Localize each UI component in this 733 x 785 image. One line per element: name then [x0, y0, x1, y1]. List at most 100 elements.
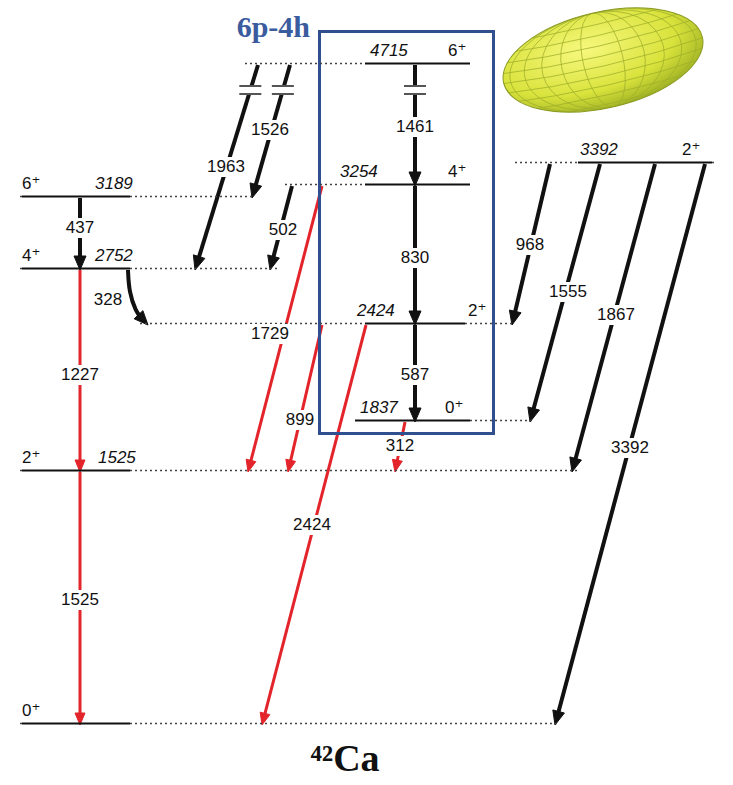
transition-line: [514, 164, 550, 315]
arrowhead: [509, 310, 521, 325]
arrowhead: [553, 710, 565, 725]
transition-line: [575, 164, 655, 463]
arrowhead: [193, 255, 204, 270]
energy-label: 3392: [580, 140, 618, 160]
energy-level: 0⁺ 1837: [355, 398, 535, 422]
band-heading: 6p-4h: [237, 10, 310, 43]
transition-line: [533, 164, 600, 413]
gamma-transition: [553, 164, 705, 725]
level-line: [245, 41, 470, 65]
axis-break: [403, 85, 427, 95]
nucleus-title: ⁴²Ca: [310, 738, 379, 780]
gamma-transition: [528, 164, 600, 422]
transition-energy: 3392: [609, 438, 651, 458]
transition-energy: 1729: [249, 324, 291, 344]
energy-level: 2⁺ 3392: [515, 140, 715, 164]
energy-label: 1525: [98, 448, 136, 468]
transition-energy: 830: [399, 248, 431, 268]
spin-label: 4⁺: [22, 246, 40, 266]
transition-line: [128, 270, 141, 318]
level-line-dotted: [285, 184, 365, 186]
gamma-transition: [570, 164, 655, 472]
transition-energy: 1555: [547, 282, 589, 302]
energy-level: 4⁺ 3254: [285, 162, 470, 186]
level-line-dotted: [20, 470, 22, 472]
ellipsoid-outline: [493, 0, 713, 130]
level-line: [140, 301, 515, 325]
energy-level: 2⁺ 2424: [140, 301, 515, 325]
level-line-dotted: [20, 268, 22, 270]
gamma-transition: [128, 270, 148, 325]
transition-line: [264, 325, 366, 717]
energy-level: 2⁺ 1525: [20, 448, 580, 472]
transition-energy: 899: [284, 410, 316, 430]
energy-label: 3189: [95, 174, 133, 194]
break-gap: [271, 85, 295, 95]
transition-energy: 1963: [205, 157, 247, 177]
level-line-solid: [22, 268, 130, 270]
transition-energy: 587: [399, 365, 431, 385]
gamma-transition: [260, 325, 366, 725]
ellipsoid: [493, 0, 713, 130]
spin-label: 4⁺: [448, 162, 466, 182]
level-line-dotted: [465, 323, 515, 325]
level-line-solid: [22, 196, 130, 198]
ellipsoid-grid: [485, 0, 721, 132]
break-gap: [238, 85, 262, 95]
level-line-dotted: [130, 470, 580, 472]
gamma-transition: [286, 325, 322, 472]
level-line-solid: [22, 723, 130, 725]
level-line-dotted: [470, 420, 535, 422]
spin-label: 2⁺: [22, 448, 40, 468]
level-line-dotted: [20, 723, 22, 725]
break-gap: [403, 85, 427, 95]
energy-label: 2752: [95, 246, 133, 266]
break-mark: [404, 93, 426, 95]
transition-energy: 2424: [291, 515, 333, 535]
energy-level: 4⁺ 2752: [20, 246, 280, 270]
gamma-transition: [193, 65, 258, 270]
level-line-solid: [578, 162, 712, 164]
arrowhead: [528, 407, 540, 422]
spin-label: 0⁺: [445, 398, 463, 418]
break-mark: [404, 85, 426, 87]
energy-level: 0⁺: [20, 701, 560, 725]
transition-energy: 437: [64, 218, 96, 238]
level-line-dotted: [130, 723, 560, 725]
transition-energy: 1227: [59, 365, 101, 385]
transition-energy: 968: [514, 235, 546, 255]
transition-line: [558, 164, 705, 716]
energy-label: 4715: [370, 41, 408, 61]
energy-label: 3254: [340, 162, 378, 182]
transition-energy: 328: [92, 290, 124, 310]
level-line: [20, 174, 255, 198]
energy-label: 1837: [360, 398, 398, 418]
gamma-transition: [250, 65, 290, 198]
break-mark: [239, 93, 261, 95]
transition-energy: 502: [267, 220, 299, 240]
deformed-nucleus: [485, 0, 721, 132]
level-line-solid: [22, 470, 130, 472]
break-mark: [272, 85, 294, 87]
spin-label: 6⁺: [448, 41, 466, 61]
level-line-dotted: [20, 196, 22, 198]
energy-label: 2424: [357, 301, 395, 321]
axis-break: [238, 85, 262, 95]
axis-break: [271, 85, 295, 95]
level-line-dotted: [130, 268, 280, 270]
energy-level: 6⁺3189: [20, 174, 255, 198]
break-mark: [239, 85, 261, 87]
spin-label: 2⁺: [682, 140, 700, 160]
energy-level: 6⁺ 4715: [245, 41, 470, 65]
spin-label: 0⁺: [22, 701, 40, 721]
level-line-solid: [365, 323, 465, 325]
level-line: [20, 246, 280, 270]
level-line-dotted: [712, 162, 715, 164]
arrowhead: [570, 457, 582, 472]
gamma-transition: [246, 186, 322, 472]
level-line: [20, 701, 560, 725]
spin-label: 2⁺: [468, 301, 486, 321]
